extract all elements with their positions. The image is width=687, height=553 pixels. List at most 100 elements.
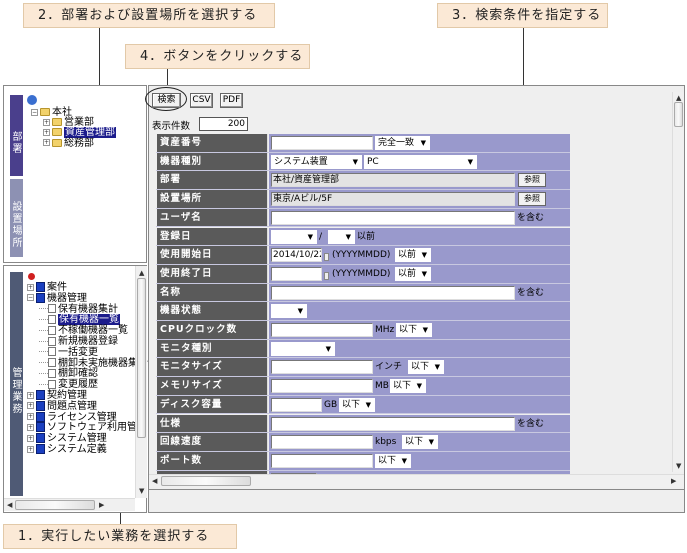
tree-item[interactable]: 変更履歴	[39, 379, 98, 390]
tree-item[interactable]: 棚卸確認	[39, 368, 98, 379]
dropdown-select[interactable]: 以下▼	[408, 360, 444, 375]
field-value-cell: を含む	[269, 283, 570, 302]
field-suffix-text: MB	[375, 381, 389, 392]
field-value-cell: ▼	[269, 302, 570, 320]
text-input[interactable]	[271, 472, 317, 474]
expand-toggle-icon[interactable]: +	[43, 118, 50, 126]
dropdown-select[interactable]: 以下▼	[390, 379, 426, 394]
dropdown-select[interactable]: 以下▼	[396, 323, 432, 337]
dropdown-select[interactable]: ▼	[271, 341, 335, 356]
text-input[interactable]: 2014/10/22	[271, 248, 322, 263]
display-count-input[interactable]: 200	[199, 117, 248, 131]
dropdown-select[interactable]: PC▼	[364, 154, 477, 169]
dropdown-select[interactable]: 完全一致▼	[375, 136, 430, 150]
tree-item-label: 新規機器登録	[58, 336, 118, 347]
pdf-button[interactable]: PDF	[220, 93, 243, 108]
tree-item[interactable]: +ライセンス管理	[27, 411, 117, 423]
dropdown-select[interactable]: システム装置▼	[271, 154, 362, 169]
form-row: 機器状態▼	[156, 302, 570, 321]
doc-icon	[48, 314, 56, 324]
tab-location[interactable]: 設置場所	[10, 179, 23, 257]
expand-toggle-icon[interactable]: +	[27, 391, 34, 399]
browse-button[interactable]: 参照	[518, 192, 546, 207]
calendar-icon[interactable]	[324, 253, 329, 262]
expand-toggle-icon[interactable]: +	[27, 434, 34, 442]
tree-item[interactable]: −本社	[31, 107, 72, 118]
dropdown-select[interactable]: ▼	[328, 229, 355, 244]
tree-connector	[39, 362, 48, 364]
dropdown-select[interactable]: 以下▼	[402, 435, 438, 450]
text-input[interactable]	[271, 435, 373, 450]
scroll-thumb[interactable]	[674, 102, 683, 127]
browse-button[interactable]: 参照	[518, 173, 546, 188]
expand-toggle-icon[interactable]: −	[31, 108, 38, 116]
field-suffix-text: (YYYYMMDD)	[332, 250, 391, 261]
task-tree-horizontal-scrollbar[interactable]: ◀ ▶	[4, 498, 135, 511]
dropdown-select[interactable]: 以下▼	[339, 397, 375, 412]
search-button[interactable]: 検索	[152, 93, 181, 108]
field-label: CPUクロック数	[157, 321, 268, 339]
tree-item-label: 保有機器一覧	[58, 314, 120, 326]
field-label: ポート数	[157, 451, 268, 470]
expand-toggle-icon[interactable]: +	[43, 139, 50, 147]
expand-toggle-icon[interactable]: −	[27, 294, 34, 302]
tree-item[interactable]: +営業部	[43, 117, 94, 128]
dropdown-select[interactable]: 以下▼	[375, 453, 411, 468]
expand-toggle-icon[interactable]: +	[43, 128, 50, 136]
text-input[interactable]	[271, 397, 322, 412]
calendar-icon[interactable]	[324, 271, 329, 280]
tree-item[interactable]: +資産管理部	[43, 127, 116, 139]
text-input[interactable]	[271, 416, 515, 431]
scroll-thumb[interactable]	[161, 476, 251, 486]
readonly-field[interactable]: 東京/Aビル/5F	[271, 192, 515, 207]
text-input[interactable]	[271, 360, 373, 375]
scroll-thumb[interactable]	[15, 500, 95, 510]
task-tree-vertical-scrollbar[interactable]: ▲ ▼	[135, 266, 147, 498]
expand-toggle-icon[interactable]: +	[27, 413, 34, 421]
doc-icon	[48, 358, 56, 368]
tab-management-tasks[interactable]: 管理業務	[10, 272, 23, 496]
tree-item[interactable]: +案件	[27, 282, 67, 293]
dropdown-select[interactable]: 以前▼	[395, 248, 431, 263]
tree-item[interactable]: 保有機器集計	[39, 304, 118, 315]
readonly-field[interactable]: 本社/資産管理部	[271, 173, 515, 188]
selected-value: 以前	[398, 250, 417, 261]
expand-toggle-icon[interactable]: +	[27, 445, 34, 453]
tree-item[interactable]: + 問題点管理	[27, 400, 97, 412]
text-input[interactable]	[271, 266, 322, 281]
tab-department[interactable]: 部署	[10, 95, 23, 176]
callout-line-step4	[167, 69, 168, 89]
text-input[interactable]	[271, 379, 373, 394]
tree-item[interactable]: +総務部	[43, 138, 94, 149]
tree-item[interactable]: 保有機器一覧	[39, 314, 120, 326]
tree-item-label: 問題点管理	[47, 400, 97, 412]
text-input[interactable]	[271, 323, 373, 337]
scroll-thumb[interactable]	[137, 278, 146, 438]
text-input[interactable]	[271, 136, 373, 150]
tree-item[interactable]: +システム定義	[27, 444, 107, 455]
form-vertical-scrollbar[interactable]: ▲ ▼	[672, 92, 684, 472]
dropdown-select[interactable]: ▼	[271, 229, 317, 244]
text-input[interactable]	[271, 285, 515, 300]
form-horizontal-scrollbar[interactable]: ◀ ▶	[149, 474, 684, 487]
tree-item[interactable]: 棚卸未実施機器集計	[39, 358, 148, 369]
tree-item[interactable]: +システム管理	[27, 433, 107, 444]
network-root-icon	[27, 95, 37, 105]
tree-item[interactable]: +ソフトウェア利用管理	[27, 422, 147, 433]
tree-item[interactable]: 不稼働機器一覧	[39, 325, 128, 336]
tree-item[interactable]: +契約管理	[27, 390, 87, 401]
tree-item[interactable]: 一括変更	[39, 347, 98, 358]
expand-toggle-icon[interactable]: +	[27, 423, 34, 431]
tree-item-label: 機器管理	[47, 292, 87, 304]
text-input[interactable]	[271, 210, 515, 225]
tree-item[interactable]: − 機器管理	[27, 292, 87, 304]
csv-button[interactable]: CSV	[190, 93, 213, 108]
expand-toggle-icon[interactable]: +	[27, 283, 34, 291]
expand-toggle-icon[interactable]: +	[27, 402, 34, 410]
text-input[interactable]	[271, 453, 373, 468]
dropdown-select[interactable]: 以前▼	[395, 266, 431, 281]
book-icon	[36, 411, 45, 422]
tree-item[interactable]: 新規機器登録	[39, 336, 118, 347]
book-icon	[36, 282, 45, 292]
dropdown-select[interactable]: ▼	[271, 304, 307, 319]
